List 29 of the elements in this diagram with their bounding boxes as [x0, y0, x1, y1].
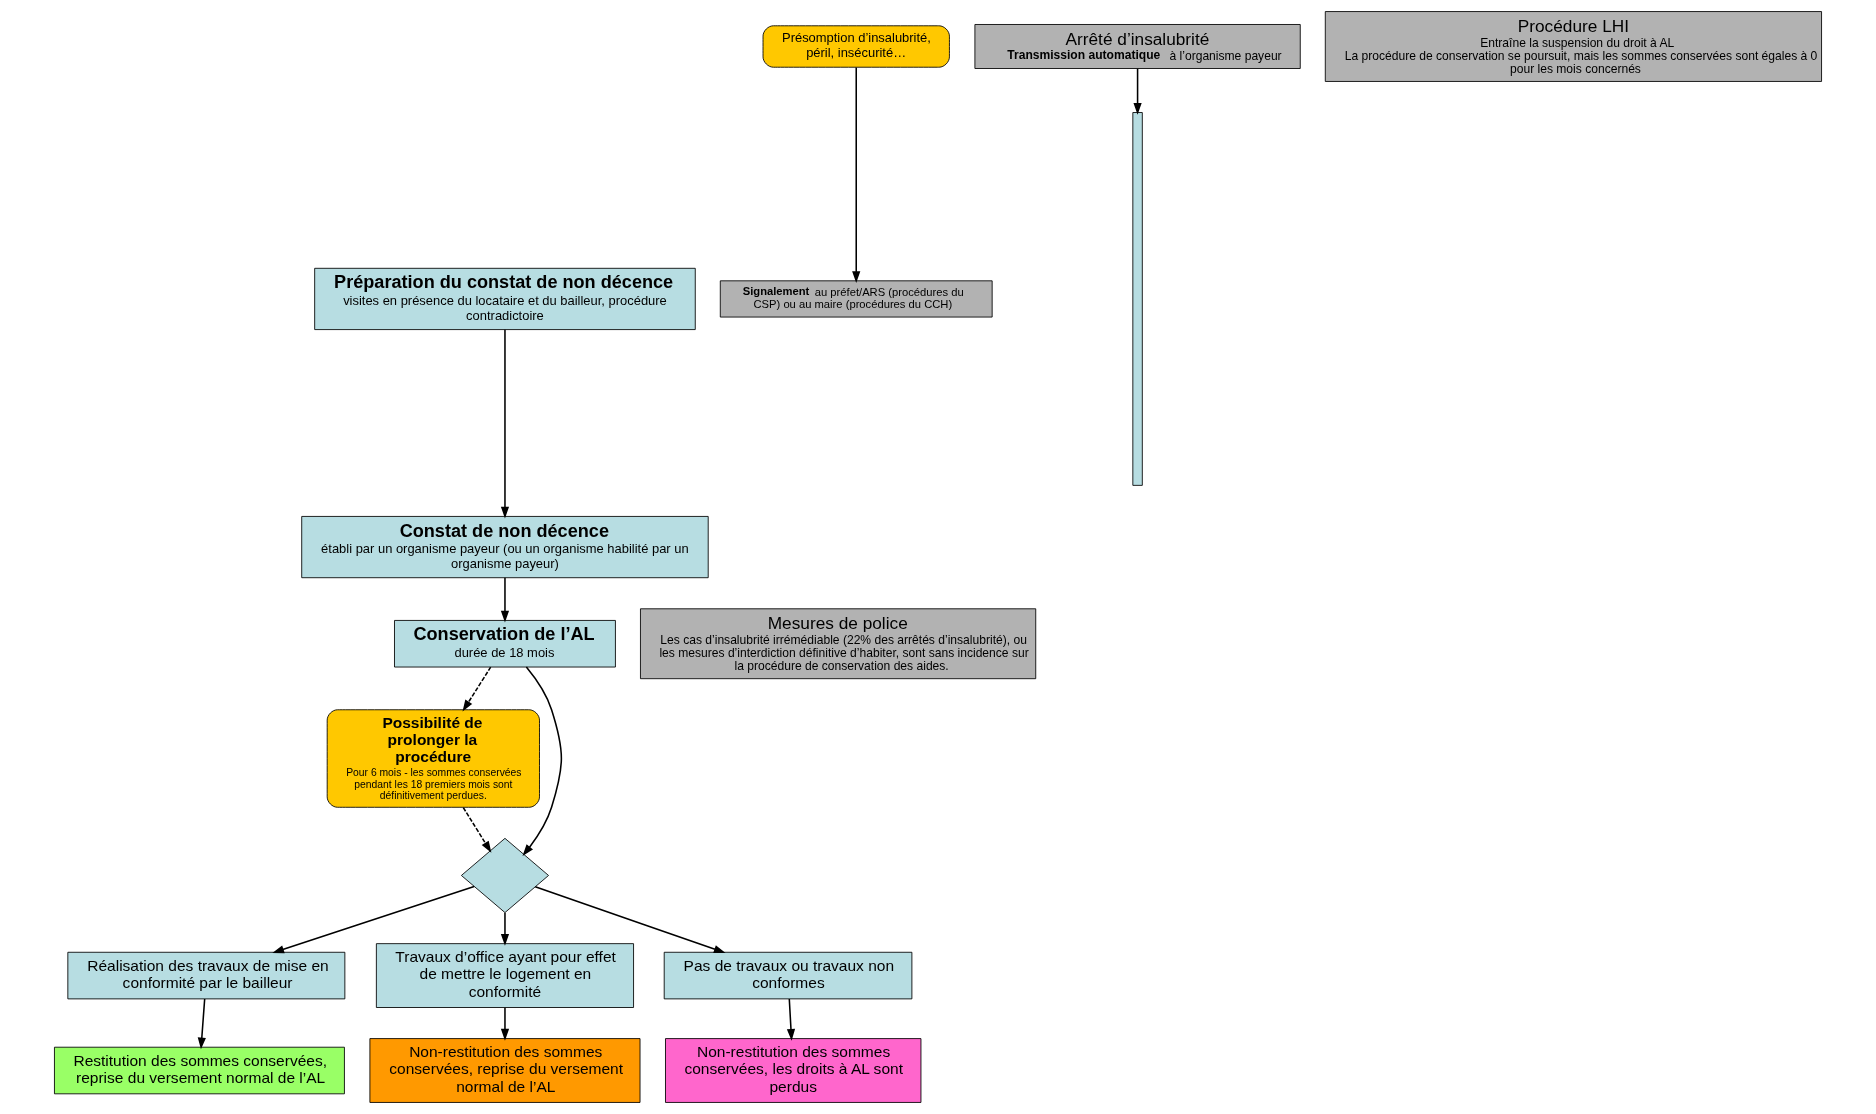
- node-box: Constat de non décence établi par un organisme payeur (ou un organisme habilité par un organisme payeur): [301, 516, 709, 579]
- arrow: [500, 911, 510, 946]
- arrow: [462, 806, 492, 853]
- node-bar: [1132, 112, 1143, 486]
- arrow: [1133, 67, 1142, 115]
- node-box: Préparation du constat de non décence visites en présence du locataire et du bailleur, procédure contradictoire: [314, 267, 696, 330]
- node-box: Mesures de police Les cas d’insalubrité irrémédiable (22% des arrêtés d’insalubrité), ou les mesures d’interdiction définitive d’habiter, sont sans incidence sur la procédure de conservation des aides.: [640, 608, 1037, 680]
- arrow: [272, 885, 475, 954]
- arrow: [500, 329, 510, 519]
- arrow: [500, 576, 510, 623]
- node-box: Travaux d’office ayant pour effet de mettre le logement en conformité: [375, 943, 634, 1008]
- node-box: Pas de travaux ou travaux non conformes: [663, 951, 913, 1000]
- node-box: Arrêté d’insalubrité Transmission automatique à l’organisme payeur: [974, 24, 1301, 69]
- node-box: Non-restitution des sommes conservées, les droits à AL sont perdus: [665, 1038, 922, 1103]
- arrow: [462, 666, 492, 712]
- arrow: [522, 666, 563, 857]
- arrow: [500, 1006, 510, 1041]
- arrow: [534, 886, 726, 954]
- arrow: [197, 998, 206, 1050]
- arrow: [786, 998, 796, 1041]
- node-box: Signalement au préfet/ARS (procédures du CSP) ou au maire (procédures du CCH): [719, 280, 993, 318]
- node-box: Conservation de l’AL durée de 18 mois: [394, 620, 616, 668]
- node-box: Possibilité de prolonger la procédure Pour 6 mois - les sommes conservées pendant les 18 premiers mois sont définitivement perdues.: [326, 709, 540, 808]
- node-box: Présomption d’insalubrité, péril, insécurité…: [762, 25, 950, 68]
- node-box: Procédure LHI Entraîne la suspension du droit à AL La procédure de conservation se poursuit, mais les sommes conservées sont égales à 0 pour les mois concernés: [1324, 11, 1822, 82]
- node-box: Restitution des sommes conservées, reprise du versement normal de l’AL: [54, 1046, 345, 1095]
- node-box: Non-restitution des sommes conservées, reprise du versement normal de l’AL: [369, 1038, 641, 1103]
- node-box: Réalisation des travaux de mise en conformité par le bailleur: [67, 951, 346, 1000]
- arrow: [852, 66, 861, 283]
